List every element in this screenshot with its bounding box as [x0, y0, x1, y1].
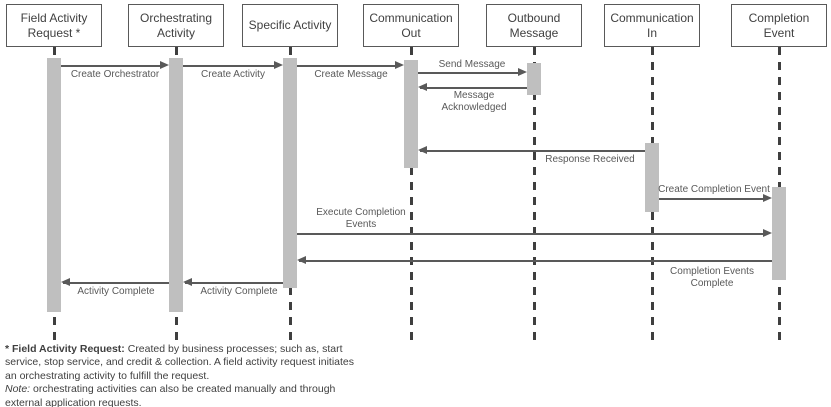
- activation-outbound-message: [527, 63, 541, 95]
- actor-label: Outbound Message: [507, 10, 561, 40]
- message-send-message-label: Send Message: [438, 59, 506, 70]
- lifeline-communication-out: [409, 47, 413, 340]
- footnote-text-2: orchestrating activities can also be cre…: [5, 383, 336, 407]
- arrowhead-right-icon: [160, 61, 169, 69]
- actor-box-outbound-message: Outbound Message: [486, 4, 582, 47]
- message-response-received-line: [420, 150, 645, 152]
- message-completion-events-complete-label: Completion Events Complete: [670, 266, 754, 289]
- message-activity-complete-1-line: [185, 282, 283, 284]
- actor-label: Specific Activity: [248, 18, 332, 32]
- message-create-orchestrator-label: Create Orchestrator: [70, 69, 160, 80]
- message-activity-complete-1-label: Activity Complete: [200, 286, 278, 297]
- actor-label: Completion Event: [748, 10, 810, 40]
- activation-field-activity-request: [47, 58, 61, 312]
- actor-box-specific-activity: Specific Activity: [242, 4, 338, 47]
- message-create-completion-event-line: [659, 198, 765, 200]
- footnote-term: * Field Activity Request:: [5, 343, 125, 355]
- message-activity-complete-2-line: [63, 282, 169, 284]
- footnote: * Field Activity Request: Created by bus…: [5, 343, 357, 407]
- message-completion-events-complete-line: [299, 260, 772, 262]
- arrowhead-left-icon: [183, 278, 192, 286]
- activation-communication-in: [645, 143, 659, 212]
- arrowhead-right-icon: [274, 61, 283, 69]
- arrowhead-right-icon: [763, 229, 772, 237]
- arrowhead-left-icon: [297, 256, 306, 264]
- arrowhead-right-icon: [763, 194, 772, 202]
- footnote-paragraph-1: * Field Activity Request: Created by bus…: [5, 343, 357, 383]
- arrowhead-left-icon: [418, 83, 427, 91]
- message-send-message-line: [418, 72, 520, 74]
- message-message-acknowledged-line: [420, 87, 527, 89]
- message-response-received-label: Response Received: [545, 154, 635, 165]
- message-activity-complete-2-label: Activity Complete: [77, 286, 155, 297]
- footnote-note-label: Note:: [5, 383, 31, 396]
- message-create-orchestrator-line: [61, 65, 162, 67]
- actor-box-orchestrating-activity: Orchestrating Activity: [128, 4, 224, 47]
- activation-communication-out: [404, 60, 418, 168]
- message-create-activity-line: [183, 65, 276, 67]
- message-create-completion-event-label: Create Completion Event: [658, 184, 770, 195]
- actor-box-communication-out: Communication Out: [363, 4, 459, 47]
- actor-box-completion-event: Completion Event: [731, 4, 827, 47]
- arrowhead-left-icon: [61, 278, 70, 286]
- actor-label: Communication In: [610, 10, 694, 40]
- actor-label: Field Activity Request *: [20, 10, 88, 40]
- lifeline-outbound-message: [532, 47, 536, 340]
- arrowhead-right-icon: [518, 68, 527, 76]
- actor-box-field-activity-request: Field Activity Request *: [6, 4, 102, 47]
- actor-label: Orchestrating Activity: [139, 10, 213, 40]
- footnote-text-1: Created by business processes; such as, …: [5, 343, 354, 382]
- message-execute-completion-events-line: [297, 233, 765, 235]
- actor-label: Communication Out: [369, 10, 453, 40]
- arrowhead-right-icon: [395, 61, 404, 69]
- arrowhead-left-icon: [418, 146, 427, 154]
- activation-specific-activity: [283, 58, 297, 288]
- message-create-activity-label: Create Activity: [201, 69, 265, 80]
- footnote-paragraph-2: Note: orchestrating activities can also …: [5, 383, 357, 407]
- message-execute-completion-events-label: Execute Completion Events: [316, 207, 406, 230]
- message-create-message-label: Create Message: [314, 69, 388, 80]
- message-message-acknowledged-label: Message Acknowledged: [441, 90, 507, 113]
- activation-completion-event: [772, 187, 786, 280]
- message-create-message-line: [297, 65, 397, 67]
- actor-box-communication-in: Communication In: [604, 4, 700, 47]
- activation-orchestrating-activity: [169, 58, 183, 312]
